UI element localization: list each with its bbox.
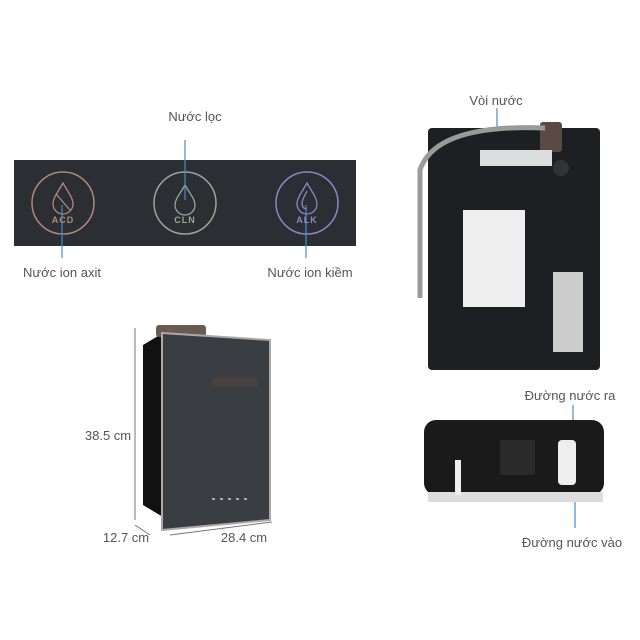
label-alkaline-water: Nước ion kiềm	[267, 265, 353, 280]
alkaline-drop-icon	[296, 181, 318, 215]
alkaline-button-ring	[275, 171, 339, 235]
acid-drop-icon	[52, 181, 74, 215]
clean-drop-icon	[174, 183, 196, 216]
acid-code: ACD	[51, 215, 75, 225]
alkaline-code: ALK	[296, 215, 318, 225]
clean-code: CLN	[174, 215, 196, 225]
label-filtered-water: Nước lọc	[168, 109, 222, 124]
label-faucet: Vòi nước	[469, 93, 523, 108]
dimension-lines	[134, 328, 273, 536]
bottom-view	[424, 420, 604, 502]
label-water-inlet: Đường nước vào	[521, 535, 623, 550]
dimension-width: 28.4 cm	[220, 530, 268, 545]
label-water-outlet: Đường nước ra	[524, 388, 616, 403]
front-unit	[143, 325, 271, 532]
back-unit	[417, 122, 600, 370]
dimension-height: 38.5 cm	[84, 428, 132, 443]
dimension-depth: 12.7 cm	[102, 530, 150, 545]
label-acid-water: Nước ion axit	[23, 265, 101, 280]
faucet-hose	[417, 125, 546, 298]
acid-button-ring	[31, 171, 95, 235]
